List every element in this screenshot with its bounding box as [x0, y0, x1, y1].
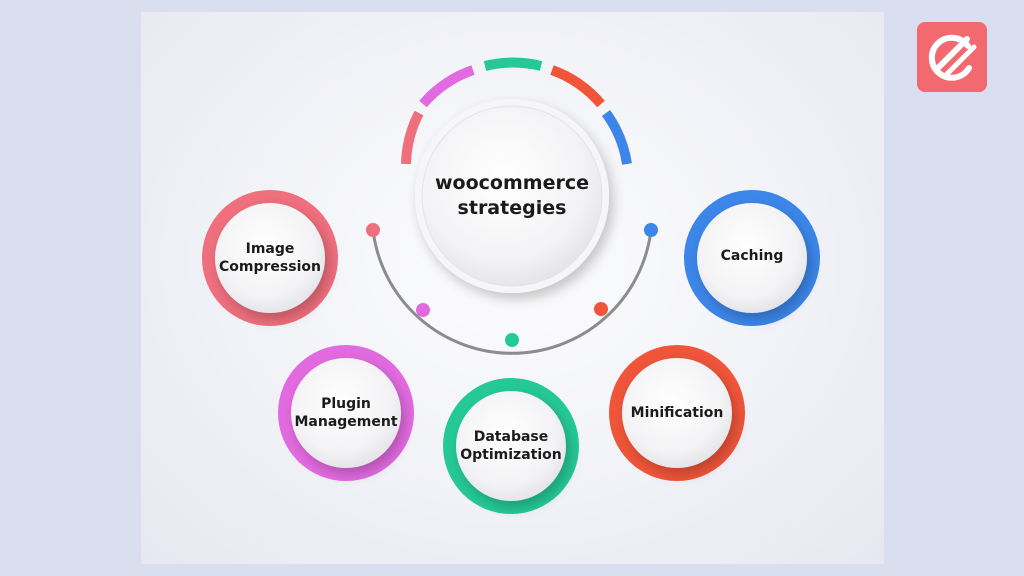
center-title-line2: strategies: [457, 197, 567, 219]
arc-segment-pink: [401, 110, 424, 165]
label-caching: Caching: [687, 241, 817, 271]
node-caching: [684, 190, 820, 326]
arc-segment-magenta: [419, 65, 475, 108]
arc-segment-orange: [550, 65, 605, 108]
center-title-line1: woocommerce: [435, 172, 589, 195]
plugin-management-line2: Management: [294, 414, 398, 430]
center-circle: [415, 99, 609, 293]
arc-segment-green: [483, 57, 543, 71]
label-minification: Minification: [612, 398, 742, 428]
image-compression-line2: Compression: [219, 259, 321, 275]
label-database-optimization: Database Optimization: [446, 416, 576, 476]
dot-pink: [366, 223, 380, 237]
dot-blue: [644, 223, 658, 237]
arc-segment-blue: [601, 110, 632, 165]
image-compression-line1: Image: [245, 240, 295, 257]
caching-line1: Caching: [720, 247, 784, 264]
dot-magenta: [416, 303, 430, 317]
dot-orange: [594, 302, 608, 316]
top-segmented-arc: [401, 57, 632, 165]
node-minification: [609, 345, 745, 481]
label-image-compression: Image Compression: [205, 228, 335, 288]
minification-line1: Minification: [630, 404, 724, 421]
node-plugin-management: [278, 345, 414, 481]
brand-logo: [917, 22, 987, 92]
plugin-management-line1: Plugin: [321, 395, 371, 412]
database-optimization-line2: Optimization: [460, 447, 562, 463]
database-optimization-line1: Database: [473, 428, 549, 445]
node-image-compression: [202, 190, 338, 326]
connector-arc: [371, 229, 653, 355]
node-database-optimization: [443, 378, 579, 514]
label-plugin-management: Plugin Management: [281, 383, 411, 443]
e-letter-logo-icon: [928, 34, 977, 81]
center-title: woocommerce strategies: [412, 160, 612, 232]
dot-green: [505, 333, 519, 347]
connector-dots: [366, 223, 658, 347]
